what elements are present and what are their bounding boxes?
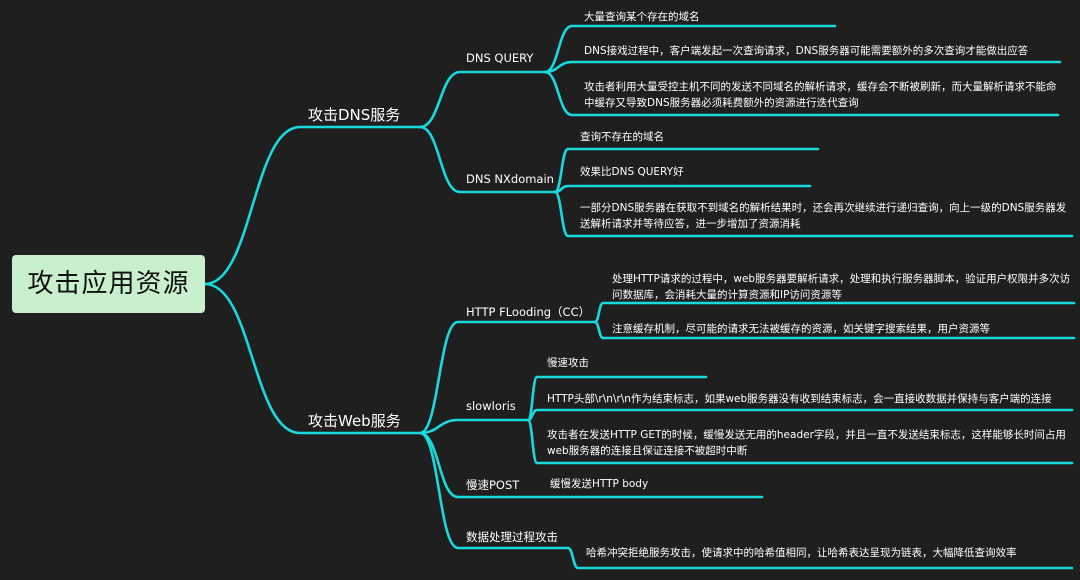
leaf-http-flooding-1[interactable]: 处理HTTP请求的过程中，web服务器要解析请求，处理和执行服务器脚本，验证用户… [612, 273, 1071, 301]
connector-leaf-nx-2 [553, 184, 812, 194]
connector-root-web [203, 282, 422, 435]
leaf-dns-query-2[interactable]: DNS接戏过程中，客户端发起一次查询请求，DNS服务器可能需要额外的多次查询才能… [584, 45, 1029, 57]
leaf-dns-query-1[interactable]: 大量查询某个存在的域名 [584, 11, 700, 23]
leaf-slowloris-2[interactable]: HTTP头部\r\n\r\n作为结束标志，如果web服务器没有收到结束标志，会一… [547, 393, 1052, 405]
leaf-slowloris-1[interactable]: 慢速攻击 [547, 357, 589, 369]
leaf-dns-nxdomain-3[interactable]: 一部分DNS服务器在获取不到域名的解析结果时，还会再次继续进行递归查询，向上一级… [580, 202, 1067, 230]
leaf-dns-nxdomain-1[interactable]: 查询不存在的域名 [580, 131, 664, 143]
connector-leaf-dq-3 [543, 70, 1060, 117]
connector-leaf-hf-1 [593, 301, 1076, 324]
branch-web-service[interactable]: 攻击Web服务 [308, 412, 401, 430]
connector-dns-nxdomain [418, 125, 557, 194]
connector-data-processing [418, 431, 570, 550]
node-dns-nxdomain[interactable]: DNS NXdomain [466, 172, 554, 186]
node-slow-post[interactable]: 慢速POST [466, 478, 520, 492]
connector-leaf-sl-2 [526, 408, 1074, 422]
connector-leaf-dp-1 [566, 546, 1074, 570]
branch-dns-service[interactable]: 攻击DNS服务 [308, 106, 401, 124]
node-slowloris[interactable]: slowloris [466, 399, 516, 413]
root-node[interactable]: 攻击应用资源 [12, 255, 205, 313]
leaf-slow-post-1[interactable]: 缓慢发送HTTP body [550, 478, 649, 490]
connector-dns-query [418, 70, 547, 129]
connector-leaf-dq-2 [543, 60, 1062, 74]
node-dns-query[interactable]: DNS QUERY [466, 51, 534, 65]
connector-root-dns [203, 125, 422, 286]
node-http-flooding[interactable]: HTTP FLooding（CC） [466, 305, 591, 319]
connector-http-flooding [418, 320, 597, 435]
connector-leaf-nx-3 [553, 190, 1074, 238]
leaf-dns-nxdomain-2[interactable]: 效果比DNS QUERY好 [580, 166, 684, 178]
connector-slowloris [418, 418, 530, 435]
leaf-dns-query-3[interactable]: 攻击者利用大量受控主机不同的发送不同域名的解析请求，缓存会不断被刷新，而大量解析… [584, 81, 1057, 109]
leaf-data-processing-1[interactable]: 哈希冲突拒绝服务攻击，使请求中的哈希值相同，让哈希表达呈现为链表，大幅降低查询效… [586, 547, 1017, 559]
connector-leaf-hf-2 [593, 320, 1076, 340]
leaf-http-flooding-2[interactable]: 注意缓存机制，尽可能的请求无法被缓存的资源，如关键字搜索结果，用户资源等 [612, 323, 990, 335]
connector-leaf-sl-3 [526, 418, 1074, 465]
leaf-slowloris-3[interactable]: 攻击者在发送HTTP GET的时候，缓慢发送无用的header字段，并且一直不发… [547, 429, 1066, 457]
node-data-processing-attack[interactable]: 数据处理过程攻击 [466, 530, 558, 544]
